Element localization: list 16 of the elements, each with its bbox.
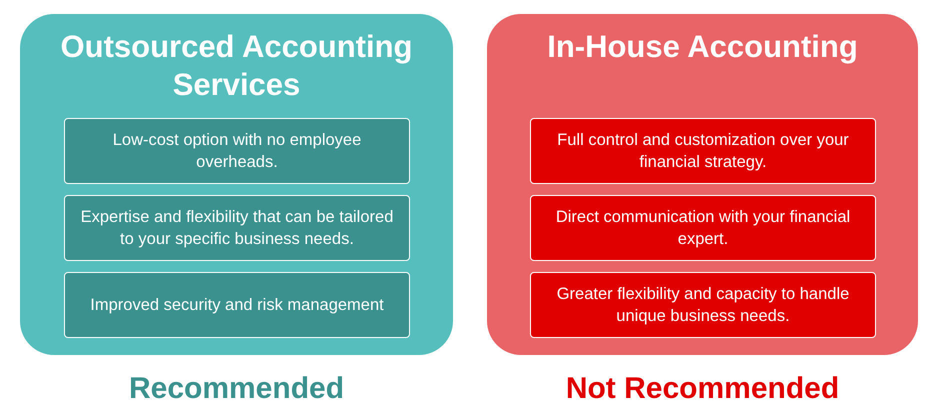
point-text: Improved security and risk management xyxy=(89,295,385,316)
point-text: Full control and customization over your financial strategy. xyxy=(556,130,850,173)
verdict-label: Not Recommended xyxy=(564,371,840,407)
point-box xyxy=(530,118,876,184)
point-box xyxy=(530,195,876,261)
panel-title: In-House Accounting xyxy=(546,28,859,66)
point-text: Expertise and flexibility that can be tailored to your specific business needs. xyxy=(80,207,394,250)
point-box xyxy=(64,272,410,338)
panel-title: Outsourced Accounting Services xyxy=(60,28,414,104)
point-box xyxy=(64,195,410,261)
point-box xyxy=(530,272,876,338)
point-box xyxy=(64,118,410,184)
point-text: Greater flexibility and capacity to handle unique business needs. xyxy=(556,284,850,327)
point-text: Low-cost option with no employee overheads. xyxy=(112,130,362,173)
verdict-label: Recommended xyxy=(128,371,346,407)
point-text: Direct communication with your financial expert. xyxy=(554,207,852,250)
